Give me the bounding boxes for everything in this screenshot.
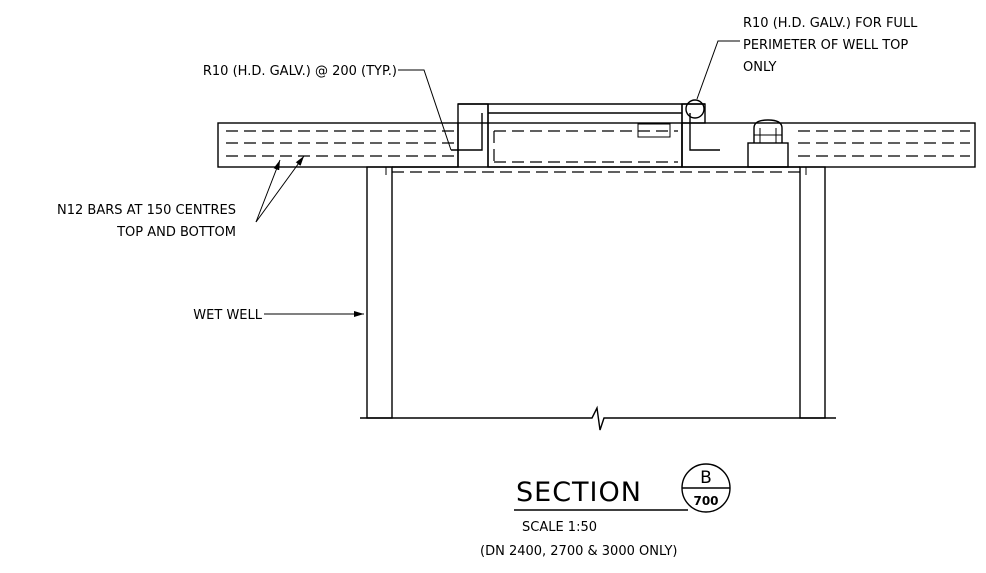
- wet-well-walls: [366, 166, 826, 419]
- section-mark: SECTION B 700 SCALE 1:50 (DN 2400, 2700 …: [480, 463, 731, 559]
- lid-hinge: [747, 119, 789, 168]
- rebar-l-right: [689, 113, 720, 151]
- rebar-l-left: [451, 113, 483, 151]
- section-sheet: 700: [693, 494, 718, 508]
- section-note: (DN 2400, 2700 & 3000 ONLY): [480, 544, 677, 559]
- section-scale: SCALE 1:50: [522, 520, 597, 535]
- leader-rebar-typ: [398, 69, 452, 151]
- opening-frame: [457, 103, 706, 168]
- leader-rebar-perimeter: [696, 40, 740, 100]
- label-rebar-typ: R10 (H.D. GALV.) @ 200 (TYP.): [203, 64, 397, 79]
- label-n12-2: TOP AND BOTTOM: [116, 225, 236, 240]
- label-n12-1: N12 BARS AT 150 CENTRES: [57, 203, 236, 218]
- leader-n12: [255, 155, 305, 223]
- section-letter: B: [700, 468, 712, 488]
- label-wet-well: WET WELL: [193, 308, 262, 323]
- label-rebar-perimeter-2: PERIMETER OF WELL TOP: [743, 38, 908, 53]
- label-rebar-perimeter-1: R10 (H.D. GALV.) FOR FULL: [743, 16, 918, 31]
- section-title: SECTION: [516, 477, 642, 508]
- break-line: [360, 405, 836, 431]
- label-rebar-perimeter-3: ONLY: [743, 60, 776, 75]
- rebar-callout-circle: [685, 99, 705, 119]
- top-slab: [217, 122, 976, 168]
